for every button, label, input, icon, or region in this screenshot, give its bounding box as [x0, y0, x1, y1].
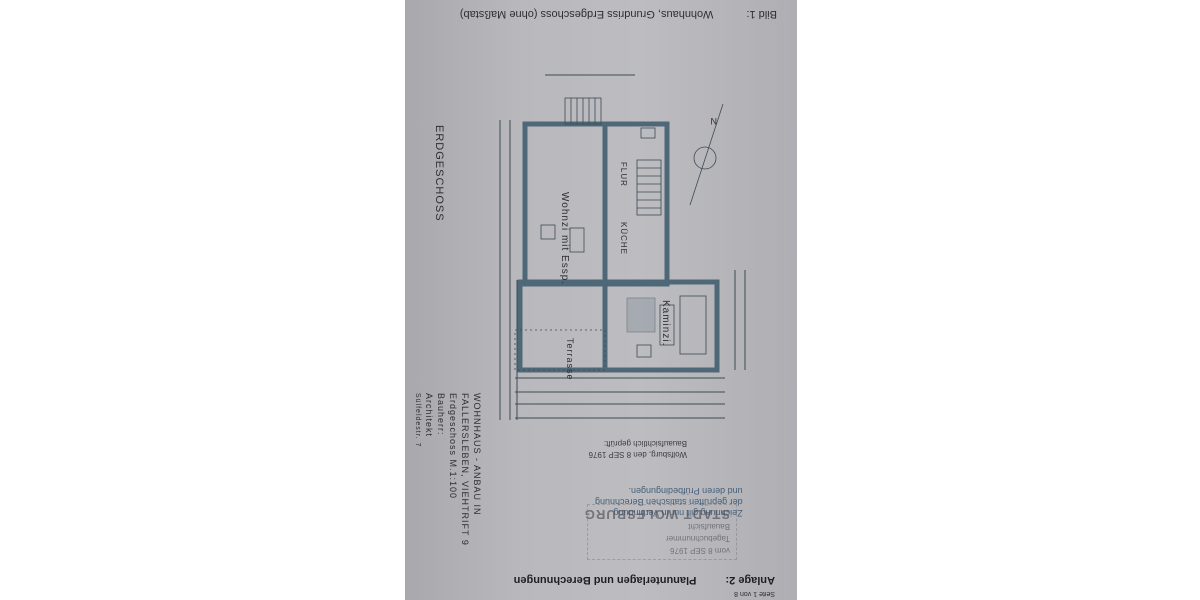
- table-symbol: [569, 227, 585, 253]
- room-label-living: Wohnzi mit Essp.: [559, 192, 570, 286]
- coffee-table: [659, 304, 675, 346]
- stamp-line: vom 8 SEP 1976: [670, 546, 730, 555]
- approval-stamp: vom 8 SEP 1976 Tagebuchnummer Bauaufsich…: [583, 504, 737, 560]
- stamp-line: Tagebuchnummer: [665, 534, 730, 543]
- architect-address: Sülfeldestr. 7: [414, 393, 421, 448]
- checked-place-date: Wolfsburg, den 8 SEP 1976: [588, 450, 687, 459]
- terrace-paving: [514, 329, 606, 371]
- north-arrow: [689, 103, 724, 206]
- figure-number: Bild 1:: [746, 8, 777, 20]
- room-label-hall: FLUR: [619, 162, 628, 187]
- approval-check: Wolfsburg, den 8 SEP 1976 Bauaufsichtlic…: [589, 438, 687, 460]
- title-block: WOHNHAUS - ANBAU IN FALLERSLEBEN, VIEHTR…: [411, 393, 483, 546]
- sofa: [679, 295, 707, 355]
- client-label: Bauherr:: [436, 393, 446, 436]
- fireplace-tiles: [626, 297, 656, 333]
- appendix-title: Planunterlagen und Berechnungen: [513, 574, 697, 586]
- section-title: ERDGESCHOSS: [433, 125, 445, 222]
- dining-table: [540, 224, 556, 240]
- floor-plan-drawing: N: [499, 74, 746, 420]
- room-label-terrace: Terrasse: [565, 338, 575, 381]
- fireplace-room-walls: [602, 279, 720, 373]
- stamp-title: STADT WOLFSBURG: [583, 507, 730, 522]
- drawing-name: Erdgeschoss M.1:100: [448, 393, 458, 500]
- project-line: WOHNHAUS - ANBAU IN: [472, 393, 482, 516]
- interior-staircase: [636, 159, 662, 216]
- architect-label: Architekt: [424, 393, 434, 438]
- figure-caption-text: Wohnhaus, Grundriss Erdgeschoss (ohne Ma…: [459, 8, 714, 20]
- page-indicator: Seite 1 von 8: [734, 590, 775, 597]
- scanned-document-page: N Bild 1: Wohnhaus, Grundriss Erdgeschos…: [405, 0, 797, 600]
- appendix-heading: Anlage 2: Planunterlagen und Berechnunge…: [514, 574, 775, 586]
- project-line: FALLERSLEBEN, VIEHTRIFT 9: [460, 393, 470, 546]
- north-label: N: [711, 116, 718, 126]
- fireplace: [636, 344, 652, 358]
- wc-symbol: [640, 127, 656, 139]
- note-line: und deren Prüfbedingungen.: [628, 486, 743, 496]
- checked-label: Bauaufsichtlich geprüft:: [603, 439, 687, 448]
- figure-caption: Bild 1: Wohnhaus, Grundriss Erdgeschoss …: [460, 8, 777, 20]
- appendix-label: Anlage 2:: [725, 574, 775, 586]
- room-label-kitchen: KÜCHE: [619, 222, 628, 256]
- room-label-fireplace: Kaminzi.: [660, 300, 671, 347]
